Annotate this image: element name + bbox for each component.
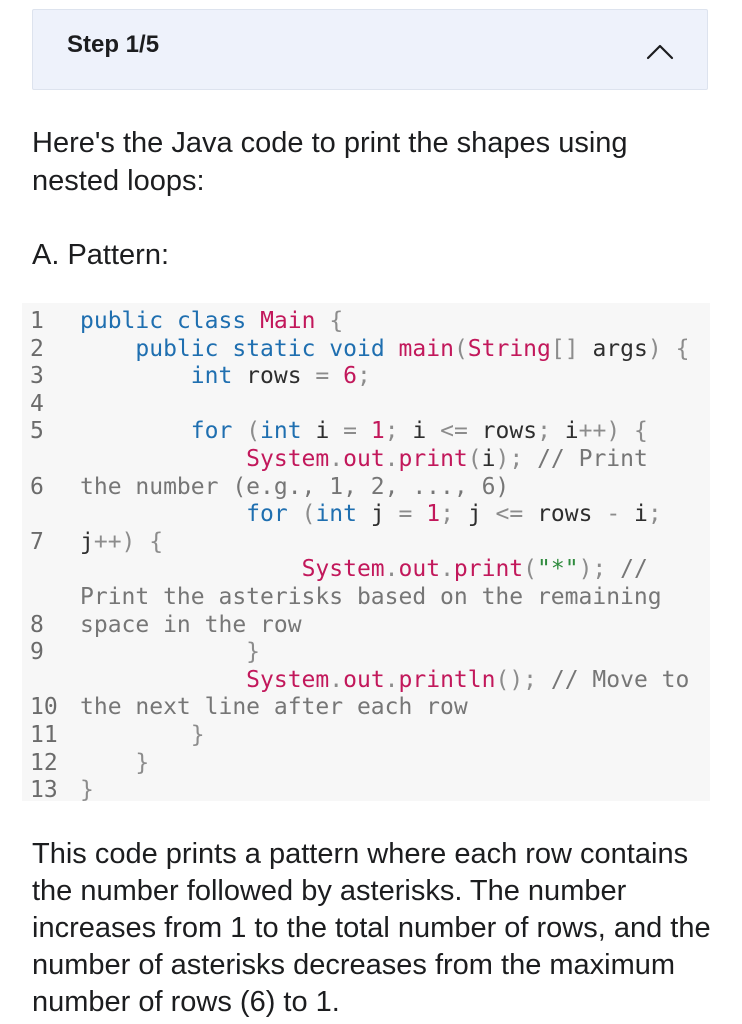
code-line: 1 public class Main { [22,307,343,335]
code-text: public class Main { [80,308,344,334]
code-text: the number (e.g., 1, 2, ..., 6) [80,473,510,500]
code-text: int rows = 6; [190,363,371,390]
section-heading: A. Pattern: [32,239,170,271]
chevron-up-icon[interactable] [645,37,675,67]
code-line: 2 public static void main(String[] args)… [22,335,689,363]
code-line: 8 space in the row [22,611,302,639]
code-text: for (int j = 1; j <= rows - i; [246,501,662,528]
line-number: 13 [30,777,58,804]
step-title: Step 1/5 [67,31,160,58]
code-line: 13} [22,776,94,804]
explanation-text: This code prints a pattern where each ro… [32,838,711,1018]
line-number: 12 [30,749,58,776]
line-number: 2 [30,335,44,362]
code-text: System.out.print("*"); // [301,556,648,583]
code-text: j++) { [80,528,164,555]
line-number: 3 [30,363,44,390]
code-line: System.out.print(i); // Print [22,445,648,473]
line-number: 1 [30,308,44,334]
code-line: 9 } [22,638,260,666]
line-number: 7 [30,528,44,555]
line-number: 4 [30,390,44,417]
code-line: for (int j = 1; j <= rows - i; [22,500,662,528]
code-text: System.out.print(i); // Print [246,446,648,472]
intro-text: Here's the Java code to print the shapes… [32,127,628,197]
line-number: 6 [30,473,44,500]
code-text: the next line after each row [80,694,468,721]
line-number: 8 [30,611,44,638]
code-line: 10 the next line after each row [22,693,468,721]
code-text: space in the row [80,611,302,638]
line-number: 5 [30,418,44,445]
code-text: for (int i = 1; i <= rows; i++) { [190,418,648,445]
code-line: Print the asterisks based on the remaini… [22,583,662,611]
code-line: 3 int rows = 6; [22,362,371,390]
code-text: public static void main(String[] args) { [135,335,690,362]
code-line: 4 [22,390,80,418]
code-line: 12 } [22,749,149,777]
code-line: 5 for (int i = 1; i <= rows; i++) { [22,417,648,445]
line-number: 9 [30,639,44,666]
line-number: 10 [30,694,58,721]
line-number: 11 [30,722,58,748]
code-line: System.out.println(); // Move to [22,666,689,694]
code-text: System.out.println(); // Move to [246,666,690,693]
code-line: 7 j++) { [22,528,163,556]
code-text: } [80,777,94,804]
code-line: System.out.print("*"); // [22,555,648,583]
code-text: } [246,639,261,666]
code-text: Print the asterisks based on the remaini… [80,584,662,610]
code-text: } [190,722,205,748]
code-line: 6 the number (e.g., 1, 2, ..., 6) [22,473,509,501]
step-header[interactable]: Step 1/5 [32,9,708,90]
code-line: 11 } [22,721,205,749]
code-text: } [135,749,150,776]
